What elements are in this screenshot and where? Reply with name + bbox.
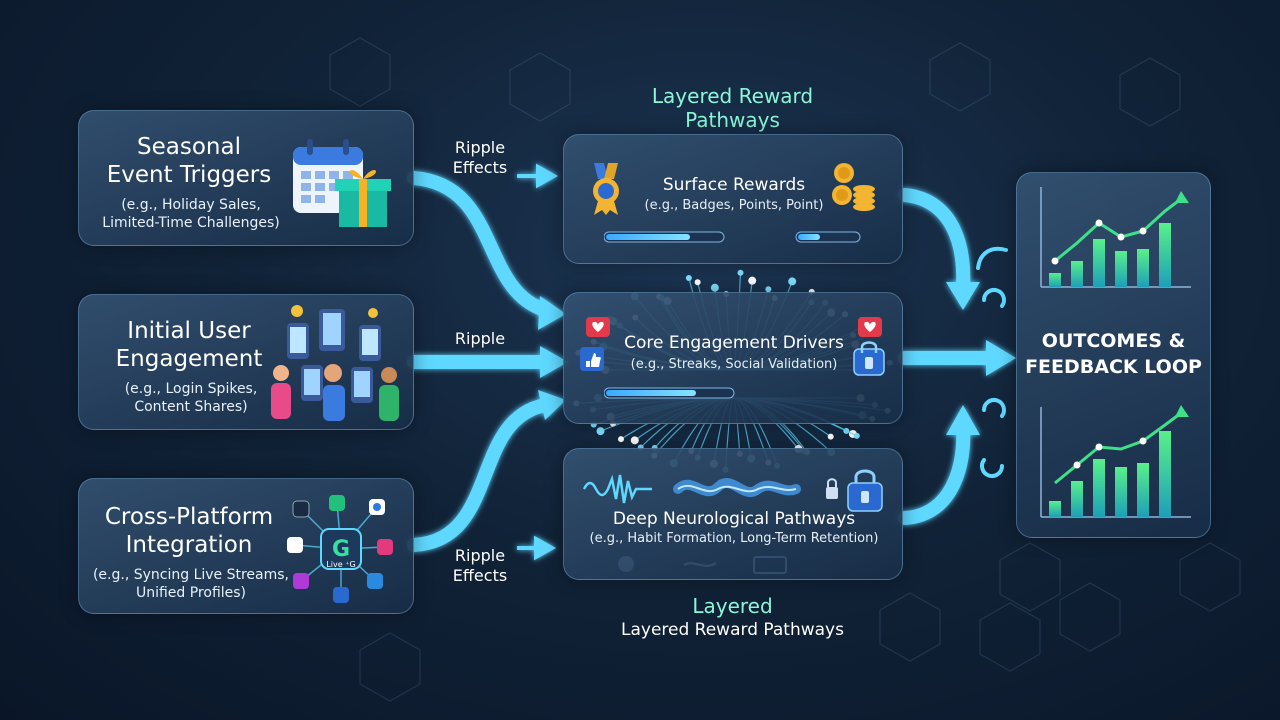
box-title-line2: Engagement [115,346,263,372]
box-subtitle-line1: (e.g., Holiday Sales, [121,197,261,213]
neuron-node [765,286,772,293]
label-line1: Ripple [454,138,506,157]
ripple-arrows [517,163,559,561]
flow-arrows [407,171,997,552]
outcomes-feedback-loop-box [1016,172,1211,538]
box-title-line2: Integration [125,532,253,558]
cross-platform-integration-box: Cross-Platform Integration (e.g., Syncin… [78,478,414,614]
core-progress-bar [604,387,735,399]
neuron-node [694,279,701,286]
core-engagement-subtitle: (e.g., Streaks, Social Validation) [630,357,838,372]
label-line1: Ripple [454,546,506,565]
brainwave-icon [582,474,801,504]
neuron-node [853,432,860,439]
ripple-effects-label-top: Ripple Effects [440,138,520,178]
box-title-line1: Initial User [127,318,251,344]
neuron-node [710,283,719,292]
label-line2: Effects [452,158,508,177]
deep-pathways-subtitle: (e.g., Habit Formation, Long-Term Retent… [589,531,879,546]
caption-line1: Layered Reward [651,84,814,108]
live-logo-glyph: G [332,537,350,562]
box-subtitle-line2: Content Shares) [134,399,248,415]
app-network-icon: G Live ⁺G [287,495,393,603]
surface-progress-bars [604,231,861,243]
layered-reward-pathways-caption: Layered Reward Pathways [600,84,865,132]
core-engagement-title: Core Engagement Drivers [624,333,844,353]
box-title-line2: Event Triggers [106,162,272,188]
outcomes-title-line2: FEEDBACK LOOP [1025,356,1202,378]
layered-caption-bottom: Layered [692,594,773,618]
neuron-node [827,433,834,440]
surface-rewards-box: Surface Rewards (e.g., Badges, Points, P… [563,134,903,264]
outcomes-title: OUTCOMES & FEEDBACK LOOP [1016,328,1211,380]
neuron-node [596,427,605,436]
calendar-gift-icon [293,139,391,227]
box-subtitle-line1: (e.g., Login Spikes, [124,381,258,397]
box-subtitle-line2: Limited-Time Challenges) [102,215,280,231]
deep-pathways-title: Deep Neurological Pathways [612,509,856,529]
surface-rewards-title: Surface Rewards [662,175,806,195]
outcomes-title-line1: OUTCOMES & [1041,330,1186,352]
feedback-cycle-icons [976,246,1008,478]
heart-lock-icon [853,317,885,376]
growth-chart-icon-top [1040,187,1191,288]
hexagon-pattern [329,37,1241,702]
arrow-heads [538,282,1016,435]
box-title-line1: Cross-Platform [104,504,274,530]
box-subtitle-line2: Unified Profiles) [135,585,247,601]
neuron-node [788,277,797,286]
neuron-node [630,436,639,445]
deep-neurological-pathways-box: Deep Neurological Pathways (e.g., Habit … [563,448,903,580]
box-title-line1: Seasonal [137,134,241,160]
surface-rewards-subtitle: (e.g., Badges, Points, Point) [644,198,824,213]
ripple-label-middle: Ripple [454,329,506,348]
medal-badge-icon [593,163,619,215]
live-tag-text: Live ⁺G [326,560,355,569]
core-engagement-drivers-box: Core Engagement Drivers (e.g., Streaks, … [563,292,903,424]
neuron-node [617,436,624,443]
neuron-node [737,269,744,276]
seasonal-event-triggers-box: Seasonal Event Triggers (e.g., Holiday S… [78,110,414,246]
label-line2: Effects [452,566,508,585]
growth-chart-icon-bottom [1040,405,1191,518]
faded-icons-row [618,556,787,574]
coins-icon [832,163,875,211]
caption-line2: Pathways [685,108,780,132]
heart-like-icon [580,317,610,371]
initial-user-engagement-box: Initial User Engagement (e.g., Login Spi… [78,294,414,430]
ripple-effects-label-bottom: Ripple Effects [440,546,520,586]
box-subtitle-line1: (e.g., Syncing Live Streams, [92,567,290,583]
people-with-phones-icon [271,305,399,421]
padlock-icon [826,469,883,512]
layered-reward-pathways-caption-bottom: Layered Reward Pathways [621,620,844,640]
neuron-node [748,276,757,285]
neuron-node [685,274,692,281]
